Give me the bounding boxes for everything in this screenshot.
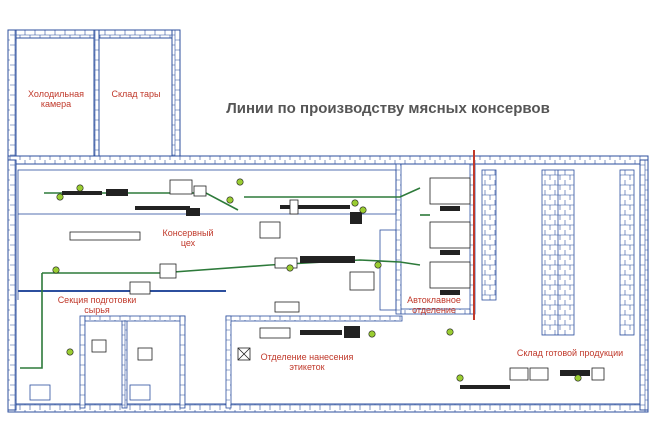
cold-room-label-line1: Холодильная: [28, 89, 84, 99]
autoclaves: [429, 177, 471, 295]
labeling-label-line1: Отделение нанесения: [261, 352, 354, 362]
workstations: [91, 339, 153, 361]
raw-prep-label-line1: Секция подготовки: [58, 295, 137, 305]
diagram-title: Линии по производству мясных консервов: [226, 100, 550, 117]
process-nodes: [52, 178, 582, 382]
canning-shop-label-line2: цех: [181, 238, 196, 248]
packing-equipment: [460, 367, 605, 389]
raw-prep-label-line2: сырья: [84, 305, 110, 315]
upper-rooms: [7, 29, 181, 161]
main-walls: [7, 150, 649, 413]
canning-line-upper: [62, 179, 362, 241]
autoclave-label-line1: Автоклавное: [407, 295, 461, 305]
room-labels: Холодильная камера Склад тары Консервный…: [28, 89, 623, 372]
canning-line-lower: [129, 256, 375, 295]
container-store-label: Склад тары: [111, 89, 160, 99]
canning-shop-label-line1: Консервный: [163, 228, 214, 238]
cold-room-label-line2: камера: [41, 99, 71, 109]
finished-store-label: Склад готовой продукции: [517, 348, 623, 358]
labeling-label-line2: этикеток: [289, 362, 324, 372]
autoclave-label-line2: отделение: [412, 305, 456, 315]
storage-racks: [481, 169, 635, 336]
labeling-line: [237, 301, 360, 361]
